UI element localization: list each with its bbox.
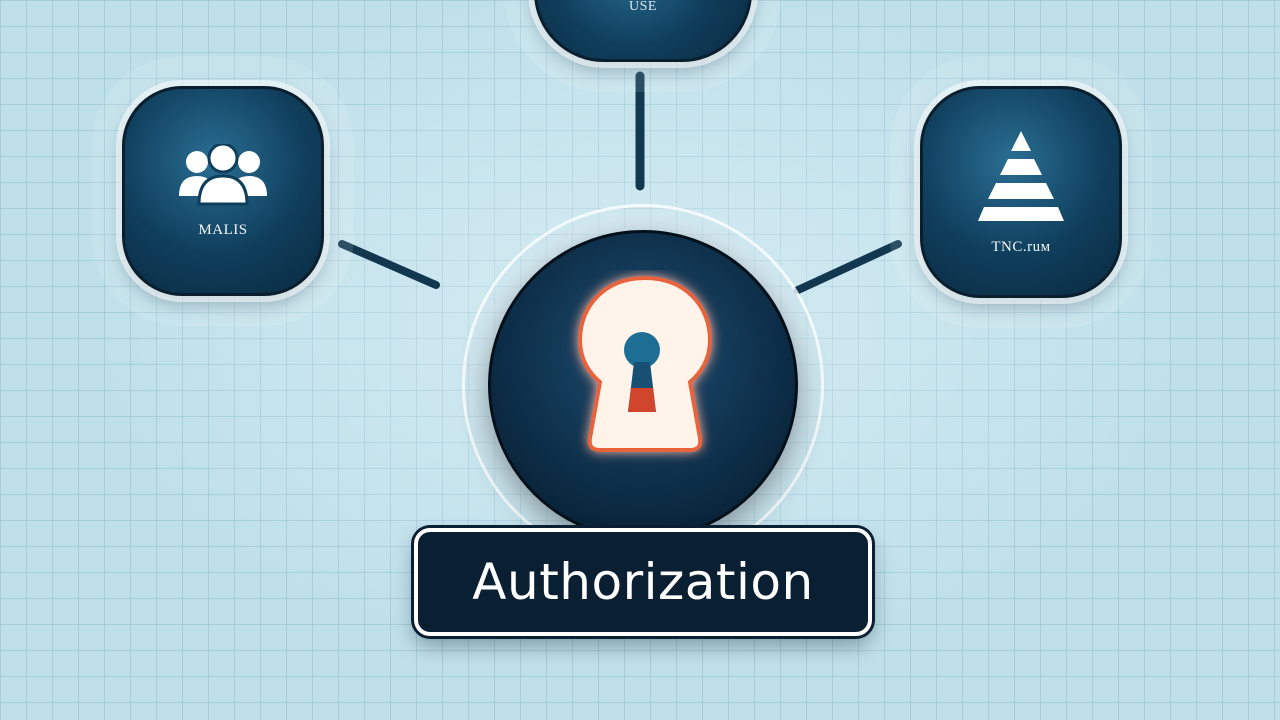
connector-right: [794, 240, 902, 294]
users-group-icon: [179, 143, 267, 205]
node-top-label: USE: [629, 0, 657, 14]
node-hierarchy[interactable]: TNC.ruм: [920, 86, 1122, 298]
node-users-label: MALIS: [198, 221, 248, 238]
node-hierarchy-label: TNC.ruм: [991, 238, 1051, 255]
authorization-title: Authorization: [472, 553, 814, 611]
node-users[interactable]: MALIS: [122, 86, 324, 296]
keyhole-lock-icon: [577, 275, 713, 452]
connector-left: [338, 240, 440, 289]
node-top[interactable]: USE: [534, 0, 752, 62]
authorization-label-box[interactable]: Authorization: [414, 528, 872, 636]
pyramid-icon: [978, 130, 1064, 221]
